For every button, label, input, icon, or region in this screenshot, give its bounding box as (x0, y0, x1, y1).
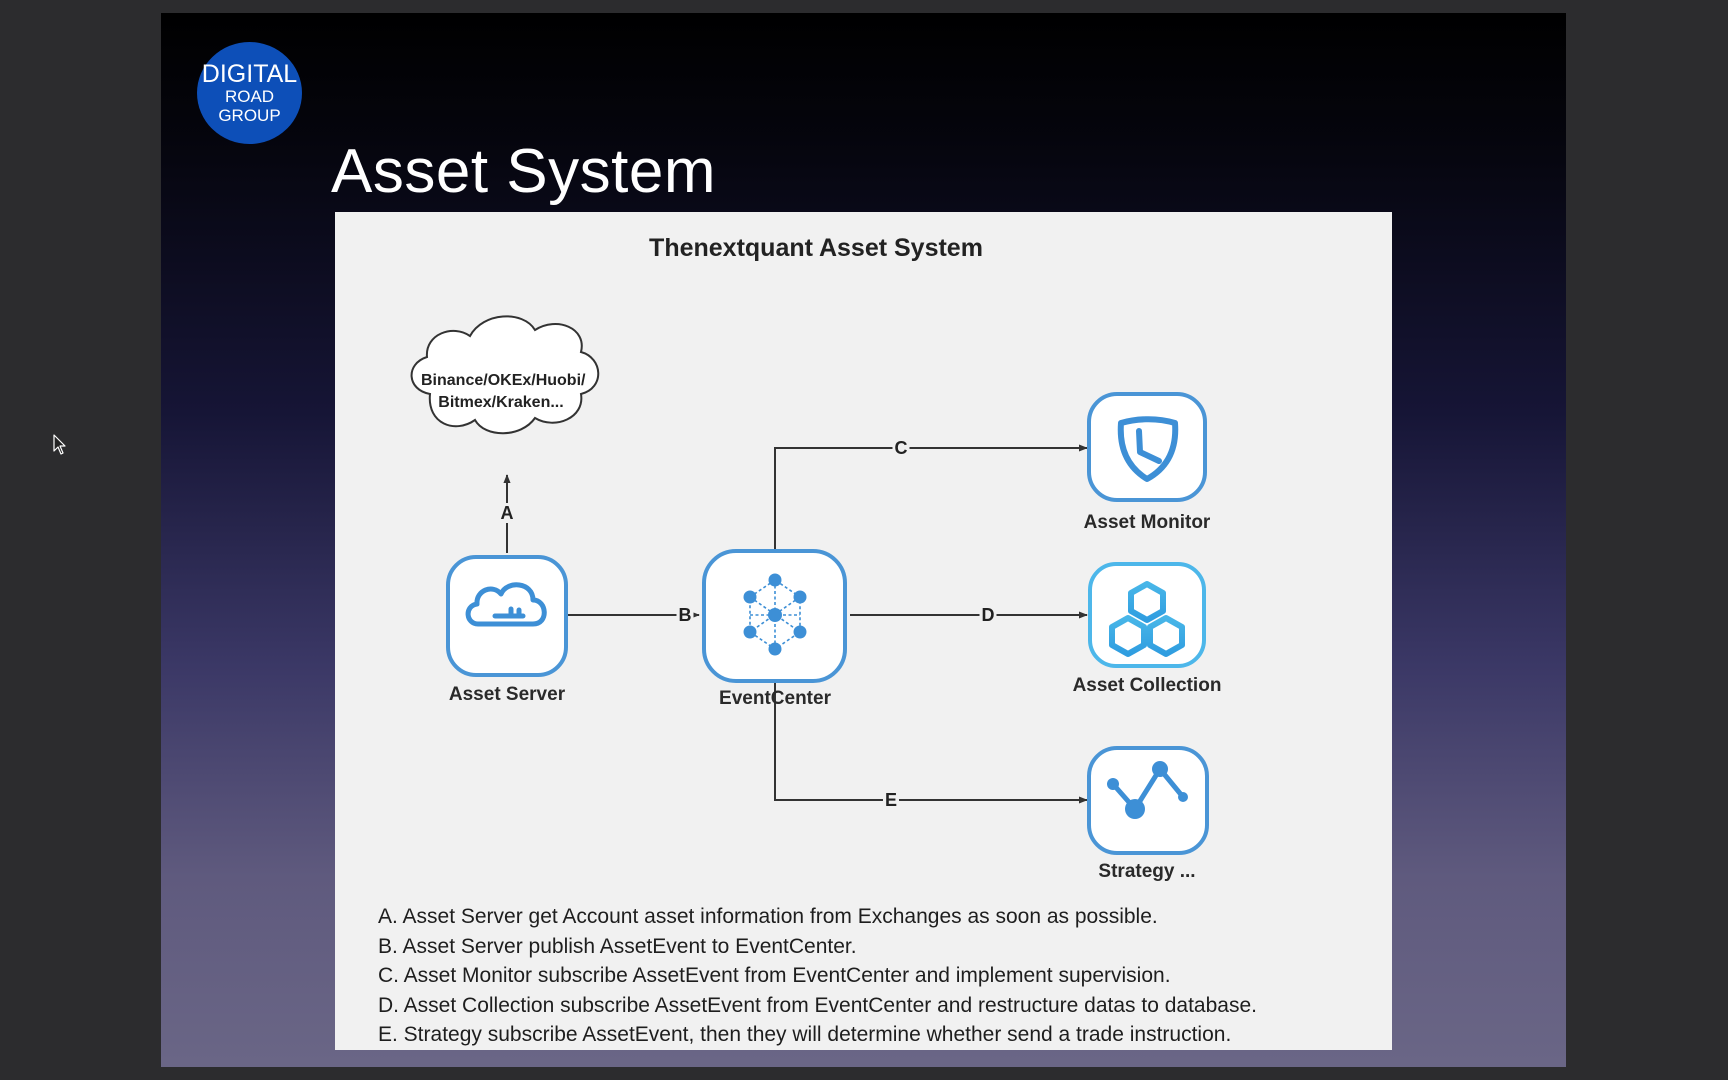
hexagons-icon (1109, 581, 1185, 657)
diagram-notes: A. Asset Server get Account asset inform… (378, 902, 1257, 1050)
edge-e-label: E (882, 790, 900, 810)
note-c: C. Asset Monitor subscribe AssetEvent fr… (378, 964, 1171, 987)
edge-e-line (774, 681, 1088, 804)
diagram-panel: Thenextquant Asset System Binance/OKEx/H… (335, 212, 1392, 1050)
shield-icon (1117, 416, 1179, 482)
logo-line-3: GROUP (218, 106, 281, 125)
note-d: D. Asset Collection subscribe AssetEvent… (378, 993, 1257, 1017)
edge-d-label: D (979, 605, 997, 625)
architecture-diagram (410, 315, 1209, 855)
diagram-title: Thenextquant Asset System (649, 234, 983, 262)
event-center-label: EventCenter (719, 688, 831, 709)
digital-road-group-logo: DIGITAL ROAD GROUP (197, 42, 302, 144)
exchanges-cloud-shape (410, 315, 600, 435)
mouse-pointer-icon (53, 434, 66, 455)
note-b: B. Asset Server publish AssetEvent to Ev… (378, 934, 857, 958)
event-center-node (702, 549, 847, 683)
edge-a-label: A (498, 503, 516, 523)
slide-title: Asset System (331, 137, 716, 206)
edge-b-label: B (676, 605, 694, 625)
logo-line-2: ROAD (224, 87, 275, 106)
line-chart-icon (1107, 761, 1188, 819)
cloud-label-line-1: Binance/OKEx/Huobi/ (421, 372, 586, 389)
presentation-slide: DIGITAL ROAD GROUP Asset System (161, 13, 1566, 1067)
network-hub-icon (743, 573, 807, 656)
asset-collection-node (1088, 562, 1206, 668)
asset-monitor-node (1087, 392, 1207, 502)
cloud-key-icon (465, 582, 547, 627)
exchanges-cloud-label: Binance/OKEx/Huobi/ Bitmex/Kraken... (421, 370, 586, 414)
logo-line-1: DIGITAL (201, 60, 298, 88)
note-a: A. Asset Server get Account asset inform… (378, 905, 1158, 928)
strategy-label: Strategy ... (1098, 861, 1196, 882)
asset-monitor-label: Asset Monitor (1083, 512, 1211, 533)
edge-c-line (774, 444, 1088, 551)
strategy-node (1087, 746, 1209, 855)
asset-server-label: Asset Server (448, 684, 566, 705)
asset-server-node (446, 555, 568, 677)
note-e: E. Strategy subscribe AssetEvent, then t… (378, 1023, 1232, 1046)
edge-c-label: C (892, 438, 910, 458)
cloud-label-line-2: Bitmex/Kraken... (438, 394, 564, 411)
asset-collection-label: Asset Collection (1072, 675, 1222, 696)
